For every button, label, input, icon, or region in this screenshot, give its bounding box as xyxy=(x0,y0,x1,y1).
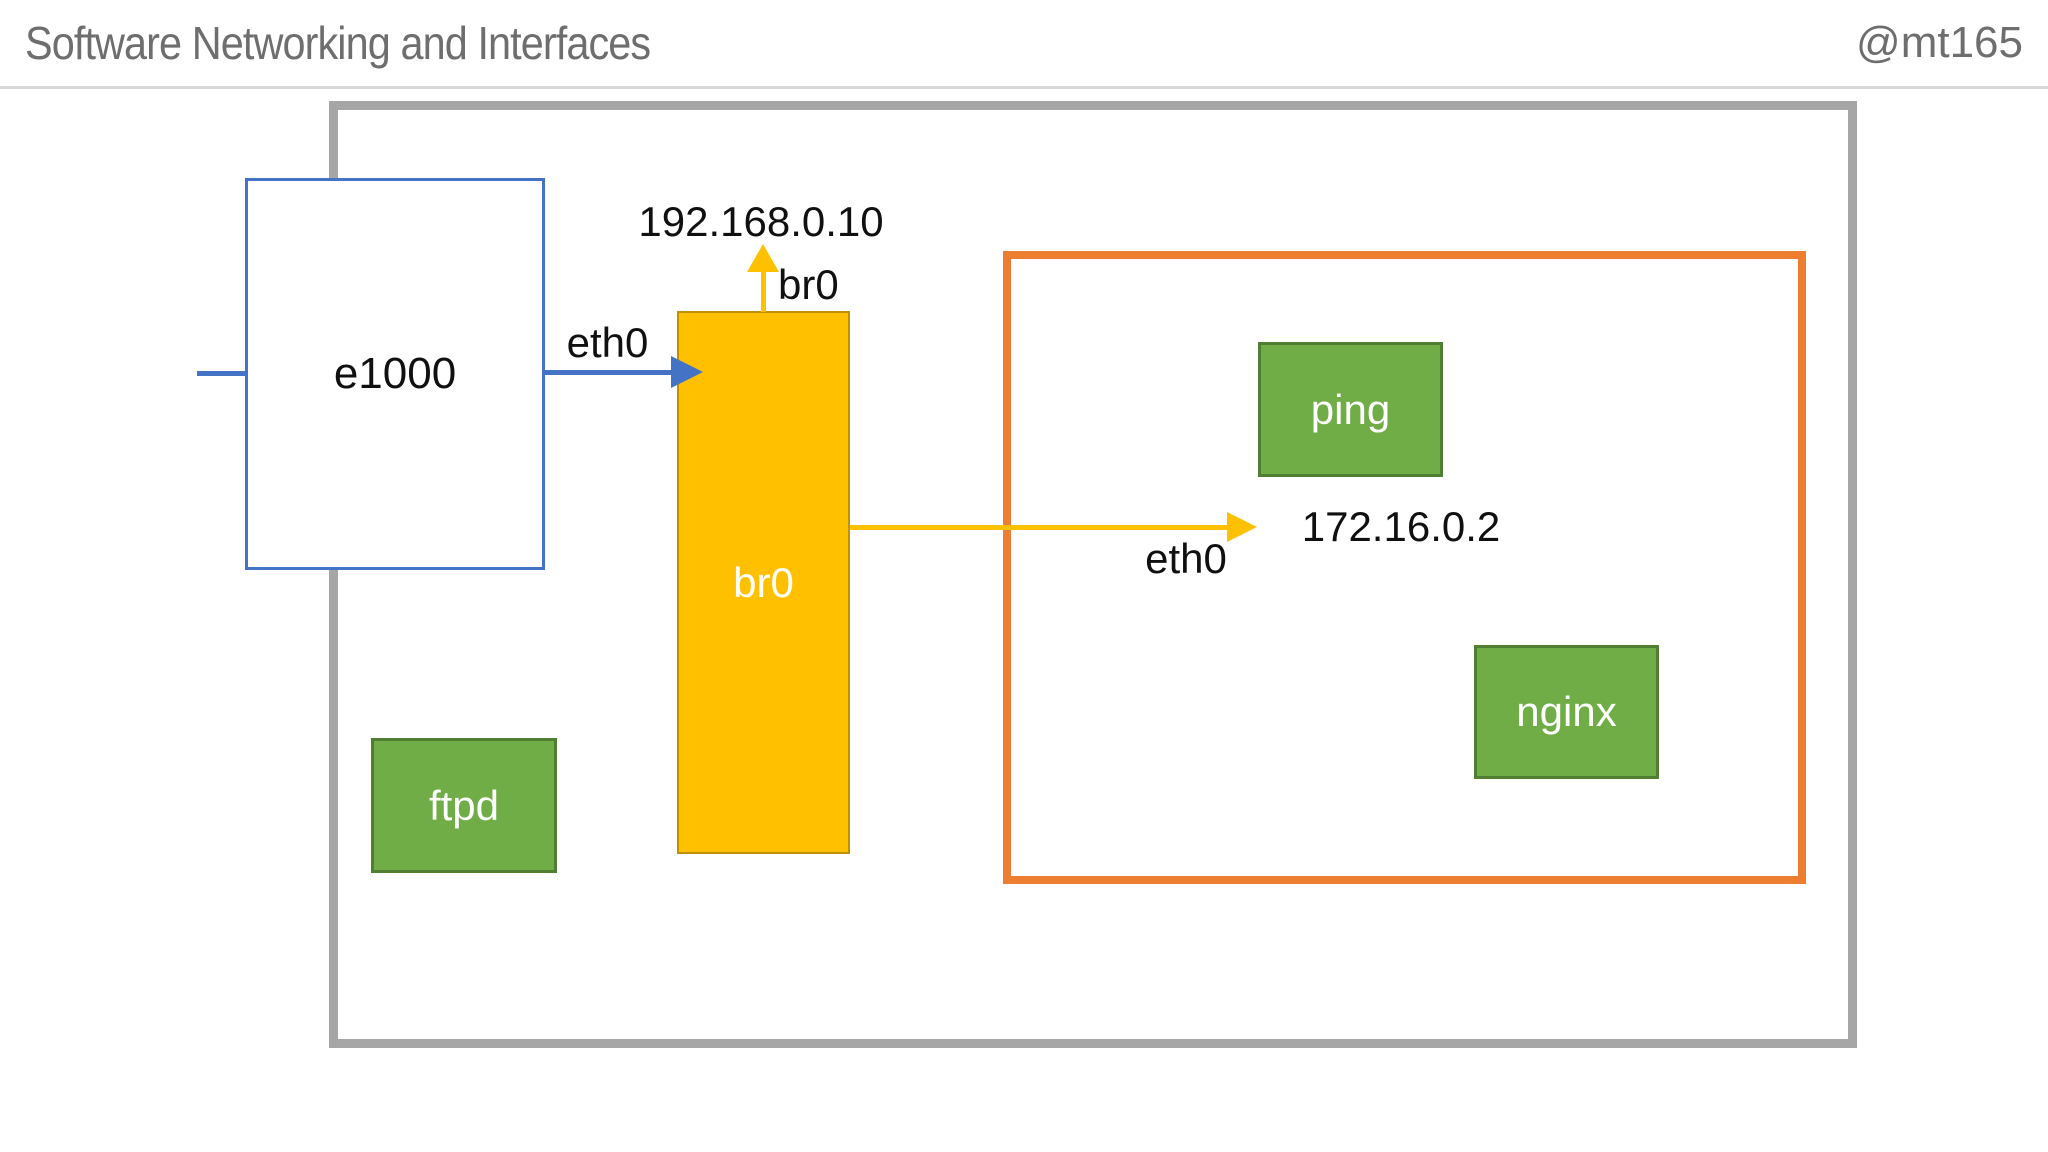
process-nginx-label: nginx xyxy=(1516,688,1617,735)
process-nginx-box: nginx xyxy=(1474,645,1659,779)
bridge-br0-box: br0 xyxy=(677,311,850,854)
process-ftpd-label: ftpd xyxy=(428,781,500,829)
author-handle: @mt165 xyxy=(1856,18,2023,67)
external-wire-stub xyxy=(197,371,248,376)
container-eth0-arrowhead-icon xyxy=(1227,512,1257,542)
bridge-br0-label: br0 xyxy=(733,558,794,606)
container-eth0-ip: 172.16.0.2 xyxy=(1301,503,1501,550)
br0-interface-ip: 192.168.0.10 xyxy=(638,198,884,245)
process-ping-box: ping xyxy=(1258,342,1443,477)
nic-e1000-label: e1000 xyxy=(333,349,457,398)
container-namespace-box xyxy=(1003,251,1806,884)
eth0-arrow-line xyxy=(542,370,675,375)
br0-interface-arrow-line xyxy=(761,266,766,312)
container-eth0-label: eth0 xyxy=(1145,535,1227,582)
process-ping-label: ping xyxy=(1310,385,1391,433)
slide-header: Software Networking and Interfaces @mt16… xyxy=(0,0,2048,89)
eth0-nic-label: eth0 xyxy=(566,319,649,366)
slide-title: Software Networking and Interfaces xyxy=(25,17,651,69)
host-machine-box xyxy=(329,101,1857,1048)
container-eth0-arrow-line xyxy=(850,525,1230,530)
br0-interface-arrowhead-icon xyxy=(747,244,779,272)
process-ftpd-box: ftpd xyxy=(371,738,557,873)
br0-interface-label: br0 xyxy=(778,261,839,308)
eth0-arrowhead-icon xyxy=(671,356,703,388)
nic-e1000-box: e1000 xyxy=(245,178,545,570)
